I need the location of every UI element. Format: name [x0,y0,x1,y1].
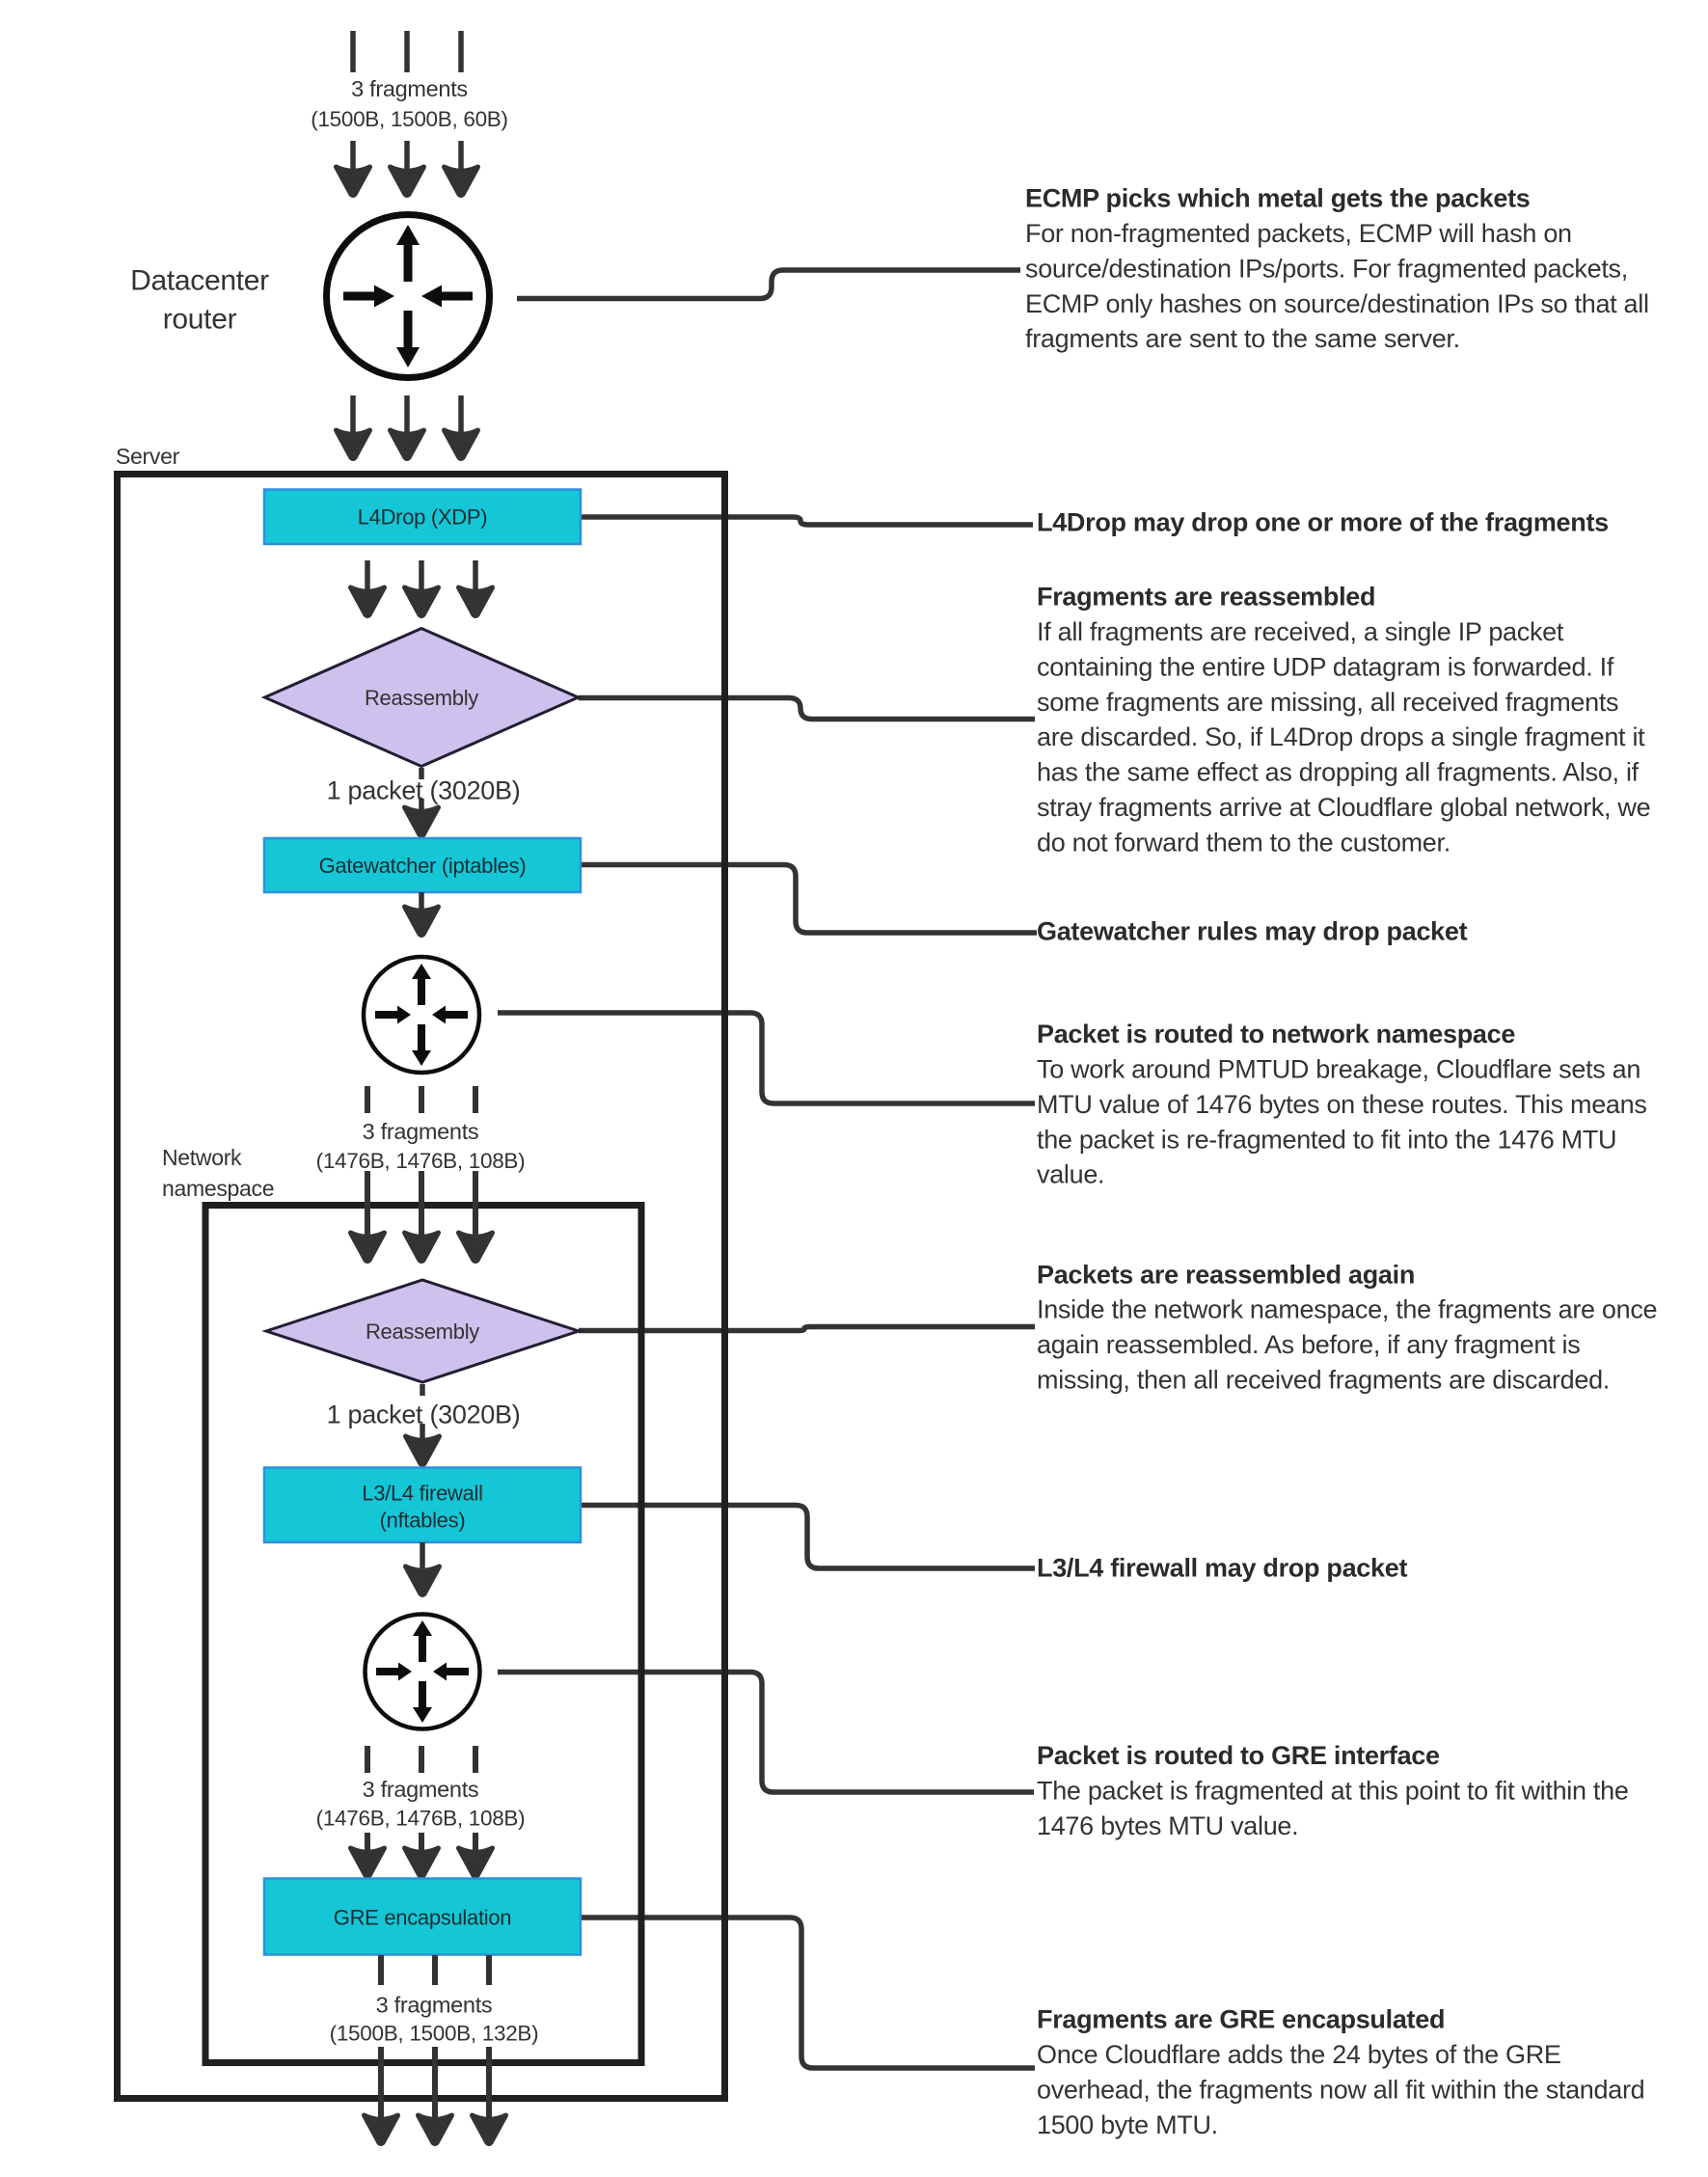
svg-text:(1500B, 1500B, 60B): (1500B, 1500B, 60B) [311,107,507,131]
svg-text:overhead, the fragments now al: overhead, the fragments now all fit with… [1037,2075,1644,2104]
svg-text:L4Drop (XDP): L4Drop (XDP) [358,505,488,530]
svg-text:MTU value of 1476 bytes on the: MTU value of 1476 bytes on these routes.… [1037,1090,1647,1119]
svg-text:Packets are reassembled again: Packets are reassembled again [1037,1260,1415,1289]
svg-text:namespace: namespace [162,1176,274,1201]
svg-text:Reassembly: Reassembly [366,1320,479,1344]
svg-text:Packet is routed to network na: Packet is routed to network namespace [1037,1020,1515,1048]
svg-text:Fragments are GRE encapsulated: Fragments are GRE encapsulated [1037,2005,1445,2034]
svg-text:are discarded. So, if L4Drop d: are discarded. So, if L4Drop drops a sin… [1037,722,1645,751]
svg-text:Gatewatcher rules may drop pac: Gatewatcher rules may drop packet [1037,917,1468,946]
svg-text:L3/L4 firewall may drop packet: L3/L4 firewall may drop packet [1037,1554,1407,1583]
svg-text:If all fragments are received,: If all fragments are received, a single … [1037,617,1564,646]
svg-text:3 fragments: 3 fragments [363,1777,479,1802]
svg-text:(1476B, 1476B, 108B): (1476B, 1476B, 108B) [316,1149,526,1173]
svg-text:fragments are sent to the same: fragments are sent to the same server. [1025,324,1460,353]
svg-text:3 fragments: 3 fragments [363,1119,479,1144]
svg-text:Network: Network [162,1145,242,1170]
svg-text:Packet is routed to GRE interf: Packet is routed to GRE interface [1037,1741,1440,1770]
svg-text:missing, then all received fra: missing, then all received fragments are… [1037,1366,1610,1395]
svg-text:has the same effect as droppin: has the same effect as dropping all frag… [1037,758,1640,787]
svg-text:The packet is fragmented at th: The packet is fragmented at this point t… [1037,1776,1629,1805]
svg-text:ECMP only hashes on source/des: ECMP only hashes on source/destination I… [1025,289,1649,318]
svg-text:Once Cloudflare adds the 24 by: Once Cloudflare adds the 24 bytes of the… [1037,2040,1561,2069]
svg-text:Datacenter: Datacenter [130,265,269,297]
svg-text:Server: Server [116,444,180,469]
svg-text:again reassembled. As before,: again reassembled. As before, if any fra… [1037,1330,1580,1359]
svg-text:Fragments are reassembled: Fragments are reassembled [1037,583,1375,612]
svg-text:L4Drop may drop one or more of: L4Drop may drop one or more of the fragm… [1037,508,1609,537]
svg-text:3 fragments: 3 fragments [351,76,468,101]
svg-text:3 fragments: 3 fragments [376,1993,493,2018]
svg-text:Inside the network namespace,: Inside the network namespace, the fragme… [1037,1295,1657,1324]
svg-text:router: router [163,304,237,336]
svg-text:For non-fragmented packets, EC: For non-fragmented packets, ECMP will ha… [1025,219,1572,248]
svg-text:value.: value. [1037,1160,1104,1189]
svg-text:do not forward them to the cus: do not forward them to the customer. [1037,828,1450,857]
svg-text:Gatewatcher (iptables): Gatewatcher (iptables) [319,854,527,878]
svg-text:(1476B, 1476B, 108B): (1476B, 1476B, 108B) [316,1807,526,1831]
svg-text:Reassembly: Reassembly [365,686,478,710]
svg-text:(nftables): (nftables) [380,1509,466,1533]
svg-text:source/destination IPs/ports.: source/destination IPs/ports. For fragme… [1025,254,1628,283]
svg-text:stray fragments arrive at Clou: stray fragments arrive at Cloudflare glo… [1037,793,1650,822]
svg-text:(1500B, 1500B, 132B): (1500B, 1500B, 132B) [330,2022,539,2046]
svg-text:some fragments are missing, al: some fragments are missing, all received… [1037,688,1618,717]
svg-text:containing the entire UDP data: containing the entire UDP datagram is fo… [1037,652,1614,681]
svg-text:ECMP picks which metal gets th: ECMP picks which metal gets the packets [1025,184,1531,213]
svg-text:the packet is re-fragmented to: the packet is re-fragmented to fit into … [1037,1125,1616,1154]
svg-text:GRE encapsulation: GRE encapsulation [334,1906,511,1930]
svg-text:L3/L4 firewall: L3/L4 firewall [362,1482,482,1506]
svg-text:To work around PMTUD breakage,: To work around PMTUD breakage, Cloudflar… [1037,1055,1640,1084]
svg-text:1500 byte MTU.: 1500 byte MTU. [1037,2110,1218,2139]
svg-text:1476 bytes MTU value.: 1476 bytes MTU value. [1037,1811,1298,1840]
